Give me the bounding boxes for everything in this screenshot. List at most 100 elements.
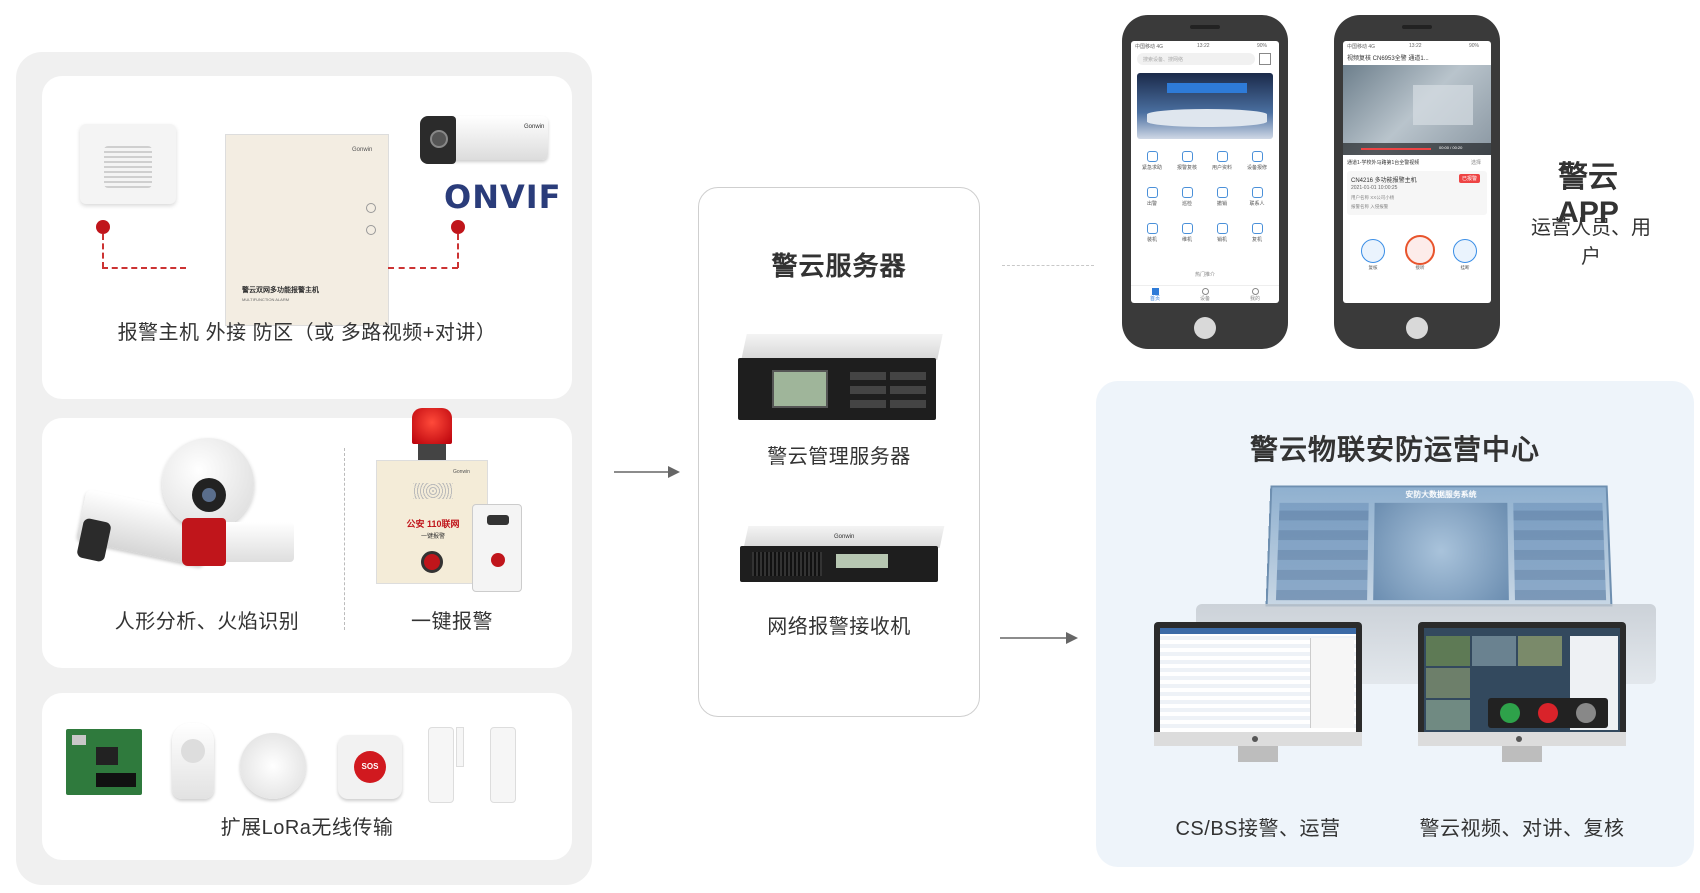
cs-bs-label: CS/BS接警、运营 bbox=[1140, 812, 1376, 841]
channel-select[interactable]: 选择 bbox=[1471, 159, 1481, 166]
receiver-label: 网络报警接收机 bbox=[698, 610, 980, 639]
tab-mine[interactable]: 我的 bbox=[1245, 288, 1265, 302]
alarm-type-line: 报警名称 入侵报警 bbox=[1351, 204, 1388, 210]
answer-button[interactable] bbox=[1405, 235, 1435, 265]
arrow-to-center bbox=[998, 628, 1082, 648]
center-title: 警云物联安防运营中心 bbox=[1096, 428, 1694, 468]
grid-item-icon bbox=[1252, 151, 1263, 162]
alarm-host-caption: 报警主机 外接 防区（或 多路视频+对讲） bbox=[42, 316, 572, 345]
grid-item[interactable]: 撤销 bbox=[1205, 185, 1239, 207]
alarm-receiver-rack: Gonwin bbox=[740, 526, 944, 586]
call-pause-icon[interactable] bbox=[1576, 703, 1596, 723]
dome-camera bbox=[162, 438, 254, 530]
grid-item-icon bbox=[1252, 187, 1263, 198]
ai-caption: 人形分析、火焰识别 bbox=[102, 605, 312, 634]
grid-item[interactable]: 销机 bbox=[1205, 221, 1239, 243]
grid-item[interactable]: 设备报修 bbox=[1240, 149, 1274, 171]
alarm-host-card: Gonwin 警云双网多功能报警主机 MULTIFUNCTION ALARM G… bbox=[42, 76, 572, 399]
grid-item[interactable]: 联系人 bbox=[1240, 185, 1274, 207]
camera-brand: Gonwin bbox=[524, 124, 544, 130]
grid-item-icon bbox=[1147, 223, 1158, 234]
status-battery: 90% bbox=[1469, 43, 1479, 49]
cs-bs-monitor bbox=[1154, 622, 1362, 764]
grid-item[interactable]: 装机 bbox=[1135, 221, 1169, 243]
mgmt-server-label: 警云管理服务器 bbox=[698, 440, 980, 469]
server-title: 警云服务器 bbox=[698, 246, 980, 283]
pir-sensor bbox=[172, 723, 214, 799]
grid-item-icon bbox=[1182, 187, 1193, 198]
status-badge: 已报警 bbox=[1459, 174, 1480, 183]
onvif-logo: ONVIF bbox=[444, 178, 562, 216]
brand-text: Gonwin bbox=[352, 147, 372, 153]
grid-item-label: 装机 bbox=[1135, 236, 1169, 243]
review-button[interactable] bbox=[1361, 239, 1385, 263]
door-magnet bbox=[456, 727, 464, 767]
wall-title: 安防大数据服务系统 bbox=[1272, 489, 1610, 500]
divider bbox=[344, 448, 345, 630]
grid-item[interactable]: 紧急求助 bbox=[1135, 149, 1169, 171]
beacon-base bbox=[418, 444, 446, 460]
grid-item-label: 巡检 bbox=[1170, 200, 1204, 207]
grid-item-label: 设备报修 bbox=[1240, 164, 1274, 171]
connector-line bbox=[457, 234, 459, 268]
alarm-host-box: Gonwin 警云双网多功能报警主机 MULTIFUNCTION ALARM bbox=[225, 134, 389, 326]
ai-alarm-card: Gonwin 公安 110联网 一键报警 人形分析、火焰识别 一键报警 bbox=[42, 418, 572, 668]
intercom-panel bbox=[472, 504, 522, 592]
channel-label: 通道1-学校外马路第1台全警视频 bbox=[1347, 159, 1419, 166]
grid-item-label: 维机 bbox=[1170, 236, 1204, 243]
grid-item[interactable]: 维机 bbox=[1170, 221, 1204, 243]
connector-line bbox=[102, 267, 186, 269]
flame-camera bbox=[182, 518, 292, 566]
one-key-caption: 一键报警 bbox=[372, 605, 532, 634]
section-label: 热门推介 bbox=[1131, 271, 1279, 278]
scan-icon[interactable] bbox=[1259, 53, 1271, 65]
link-to-app bbox=[1002, 265, 1094, 266]
function-grid: 紧急求助报警复核用户资料设备报修出警巡检撤销联系人装机维机销机复机 bbox=[1135, 149, 1275, 269]
grid-item[interactable]: 巡检 bbox=[1170, 185, 1204, 207]
alarm-button bbox=[421, 551, 443, 573]
box-label: 警云双网多功能报警主机 bbox=[242, 285, 319, 295]
video-intercom-monitor bbox=[1418, 622, 1626, 764]
alarm-beacon bbox=[412, 408, 452, 444]
grid-item[interactable]: 用户资料 bbox=[1205, 149, 1239, 171]
tab-home[interactable]: 首页 bbox=[1145, 288, 1165, 302]
sos-button-device: SOS bbox=[338, 735, 402, 799]
box-sublabel: MULTIFUNCTION ALARM bbox=[242, 297, 289, 302]
grid-item-label: 紧急求助 bbox=[1135, 164, 1169, 171]
status-carrier: 中国移动 4G bbox=[1347, 43, 1375, 50]
hangup-button[interactable] bbox=[1453, 239, 1477, 263]
call-hangup-icon[interactable] bbox=[1538, 703, 1558, 723]
rack-brand: Gonwin bbox=[834, 534, 854, 540]
grid-item[interactable]: 报警复核 bbox=[1170, 149, 1204, 171]
alarm-date: 2021-01-01 10:00:25 bbox=[1351, 185, 1397, 191]
grid-item-icon bbox=[1182, 151, 1193, 162]
status-time: 13:22 bbox=[1197, 43, 1210, 49]
connector-line bbox=[102, 234, 104, 268]
call-answer-icon[interactable] bbox=[1500, 703, 1520, 723]
search-input[interactable]: 搜索设备、搜网络 bbox=[1137, 53, 1255, 65]
grid-item-icon bbox=[1217, 223, 1228, 234]
grid-item-icon bbox=[1147, 151, 1158, 162]
nav-title: 视频复核 CN6953全警 通道1... bbox=[1347, 53, 1429, 62]
video-player[interactable]: 00:00 / 00:20 bbox=[1343, 65, 1491, 155]
grid-item-label: 撤销 bbox=[1205, 200, 1239, 207]
video-wall: 安防大数据服务系统 bbox=[1266, 485, 1613, 606]
phone-video-screen: 中国移动 4G 13:22 90% 视频复核 CN6953全警 通道1... 0… bbox=[1334, 15, 1500, 349]
cs-bs-screen bbox=[1160, 628, 1356, 732]
smoke-detector bbox=[240, 733, 306, 799]
grid-item[interactable]: 出警 bbox=[1135, 185, 1169, 207]
grid-item[interactable]: 复机 bbox=[1240, 221, 1274, 243]
user-line: 用户名称 XX公司小杨 bbox=[1351, 195, 1394, 201]
status-battery: 90% bbox=[1257, 43, 1267, 49]
bullet-camera: Gonwin bbox=[420, 108, 550, 164]
connector-dot-left bbox=[96, 220, 110, 234]
tab-bar: 首页 设备 我的 bbox=[1131, 285, 1279, 303]
water-sensor bbox=[490, 727, 516, 803]
lora-caption: 扩展LoRa无线传输 bbox=[42, 811, 572, 840]
status-time: 13:22 bbox=[1409, 43, 1422, 49]
grid-item-icon bbox=[1182, 223, 1193, 234]
grid-item-icon bbox=[1252, 223, 1263, 234]
video-grid-screen bbox=[1424, 628, 1620, 732]
tab-device[interactable]: 设备 bbox=[1195, 288, 1215, 302]
speaker-device bbox=[80, 124, 176, 204]
